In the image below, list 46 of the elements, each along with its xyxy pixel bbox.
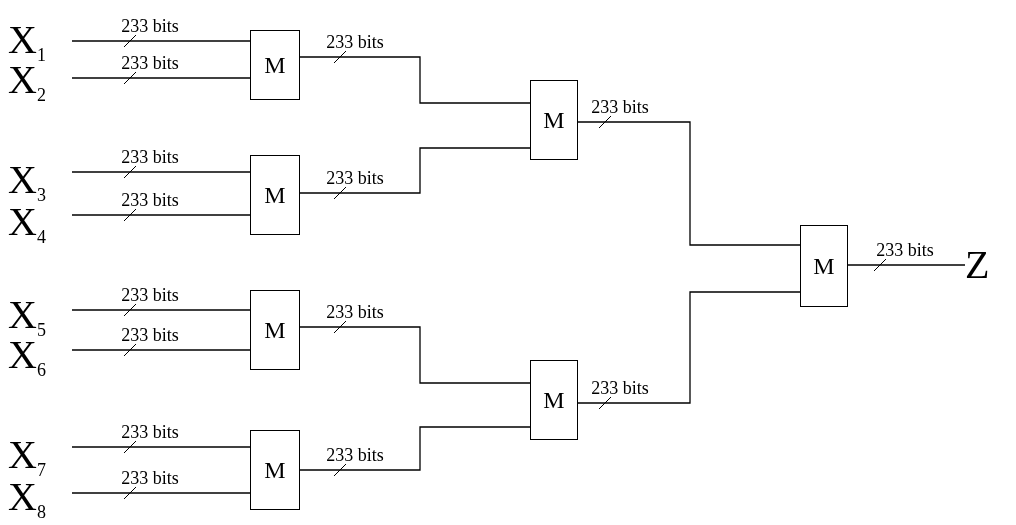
edge-label: 233 bits bbox=[325, 303, 385, 321]
multiplier-box: M bbox=[250, 290, 300, 370]
connector-line bbox=[71, 492, 251, 494]
variable-label: X$_{6}$ bbox=[8, 335, 72, 375]
variable-label: Z bbox=[965, 245, 1010, 285]
edge-label: 233 bits bbox=[120, 191, 180, 209]
edge-label: 233 bits bbox=[590, 98, 650, 116]
variable-label: X$_{1}$ bbox=[8, 20, 72, 60]
connector-line bbox=[71, 40, 251, 42]
connector-line bbox=[71, 309, 251, 311]
edge-label: 233 bits bbox=[120, 326, 180, 344]
edge-label: 233 bits bbox=[875, 241, 935, 259]
edge-label: 233 bits bbox=[120, 148, 180, 166]
variable-label: X$_{7}$ bbox=[8, 435, 72, 475]
variable-label: X$_{2}$ bbox=[8, 60, 72, 100]
edge-label: 233 bits bbox=[325, 446, 385, 464]
multiplier-box: M bbox=[250, 430, 300, 510]
variable-label: X$_{5}$ bbox=[8, 295, 72, 335]
edge-label: 233 bits bbox=[325, 169, 385, 187]
edge-label: 233 bits bbox=[120, 286, 180, 304]
connector-line bbox=[299, 147, 531, 194]
multiplier-box: M bbox=[800, 225, 848, 307]
connector-line bbox=[577, 121, 801, 246]
multiplier-box: M bbox=[250, 155, 300, 235]
variable-label: X$_{8}$ bbox=[8, 477, 72, 517]
edge-label: 233 bits bbox=[120, 469, 180, 487]
edge-label: 233 bits bbox=[120, 423, 180, 441]
edge-label: 233 bits bbox=[120, 54, 180, 72]
connector-line bbox=[71, 77, 251, 79]
variable-label: X$_{4}$ bbox=[8, 202, 72, 242]
connector-line bbox=[71, 171, 251, 173]
connector-line bbox=[299, 426, 531, 471]
connector-line bbox=[847, 264, 966, 266]
connector-line bbox=[299, 56, 531, 104]
connector-line bbox=[71, 446, 251, 448]
multiplier-box: M bbox=[530, 360, 578, 440]
connector-line bbox=[577, 291, 801, 404]
connector-line bbox=[71, 214, 251, 216]
edge-label: 233 bits bbox=[120, 17, 180, 35]
multiplier-box: M bbox=[530, 80, 578, 160]
edge-label: 233 bits bbox=[590, 379, 650, 397]
multiplier-box: M bbox=[250, 30, 300, 100]
edge-label: 233 bits bbox=[325, 33, 385, 51]
connector-line bbox=[71, 349, 251, 351]
variable-label: X$_{3}$ bbox=[8, 160, 72, 200]
connector-line bbox=[299, 326, 531, 384]
